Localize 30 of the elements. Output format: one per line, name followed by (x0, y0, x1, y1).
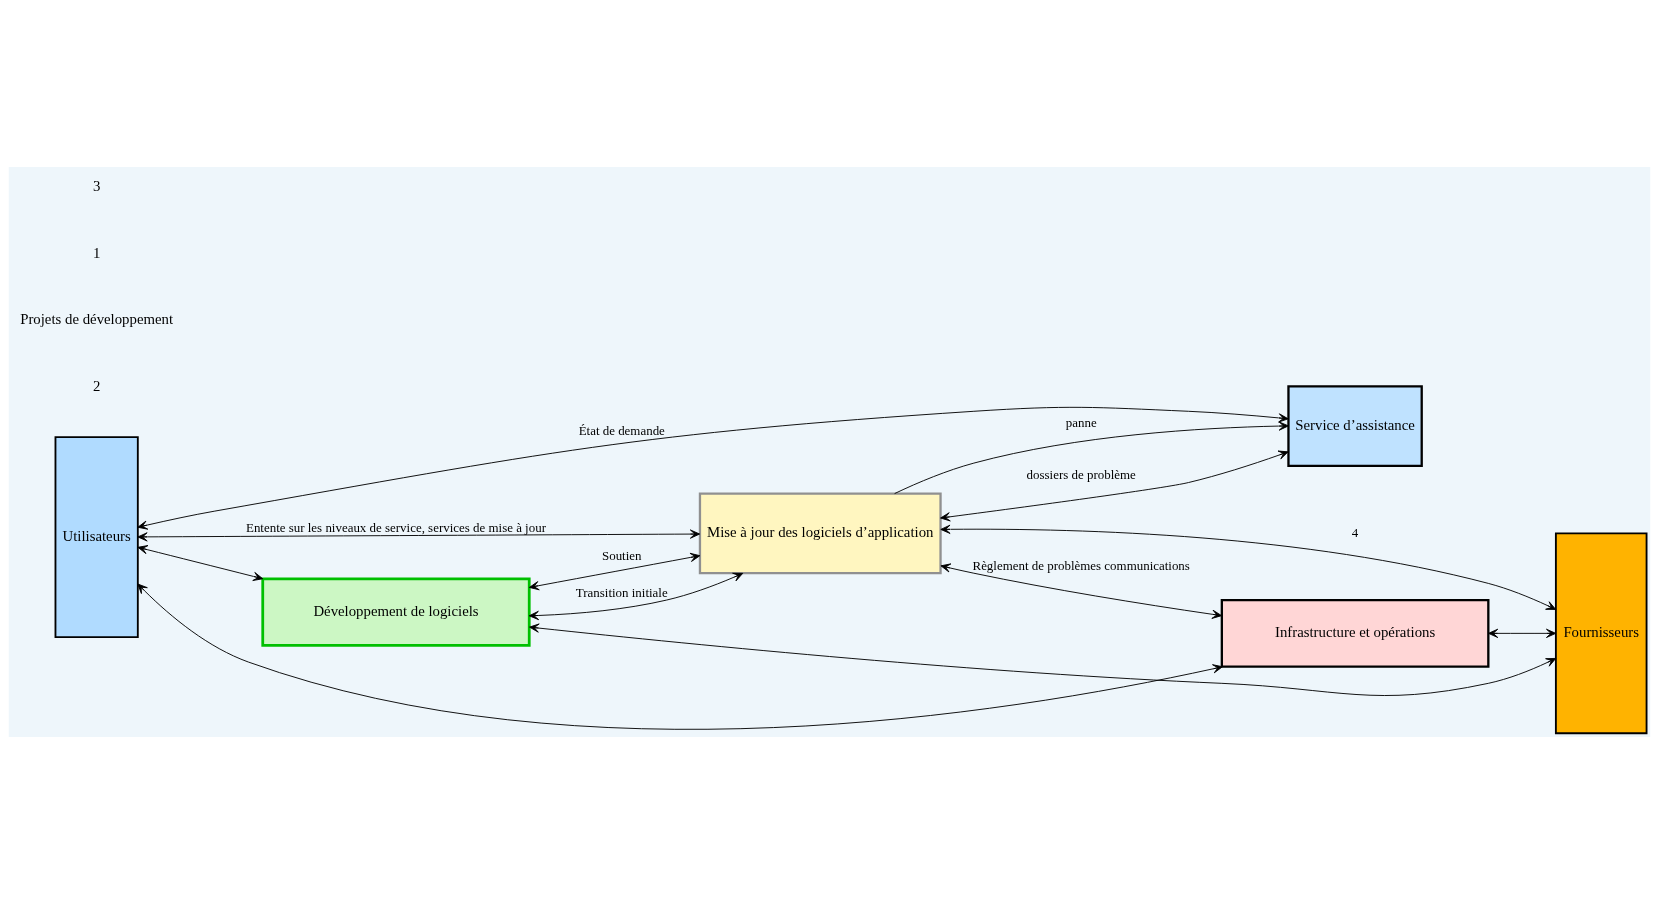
edge-label: Soutien (601, 547, 642, 563)
edge-label: 4 (1351, 524, 1359, 540)
arrow (940, 524, 1557, 610)
label: 1 (92, 244, 101, 260)
arrow (1488, 628, 1557, 638)
node-box: Infrastructure et opérations (1220, 598, 1490, 668)
arrow (137, 583, 1223, 730)
edge-label: dossiers de problème (1026, 466, 1136, 482)
arrow (940, 562, 1223, 619)
label: Projets de développement (20, 310, 174, 327)
label: 3 (92, 177, 101, 194)
arrow (137, 544, 264, 581)
arrow (137, 528, 701, 541)
arrow (528, 552, 701, 590)
arrow (894, 420, 1289, 494)
edge-label: État de demande (578, 422, 665, 438)
node-box: Utilisateurs (54, 435, 139, 638)
edge-label: Transition initiale (575, 584, 668, 600)
node-box: Fournisseurs (1554, 532, 1648, 734)
node-box: Développement de logiciels (261, 576, 531, 647)
edge-label: panne (1065, 414, 1097, 430)
node-box: Service d’assistance (1287, 384, 1423, 467)
arrow (940, 450, 1289, 521)
label: 2 (92, 377, 101, 394)
arrow (137, 406, 1289, 530)
edge-label: Règlement de problèmes communications (972, 557, 1190, 573)
node-box: Mise à jour des logiciels d’application (698, 492, 942, 574)
arrow (528, 572, 744, 620)
edge-label: Entente sur les niveaux de service, services de mise à jour (245, 519, 546, 535)
arrow (529, 622, 1557, 696)
